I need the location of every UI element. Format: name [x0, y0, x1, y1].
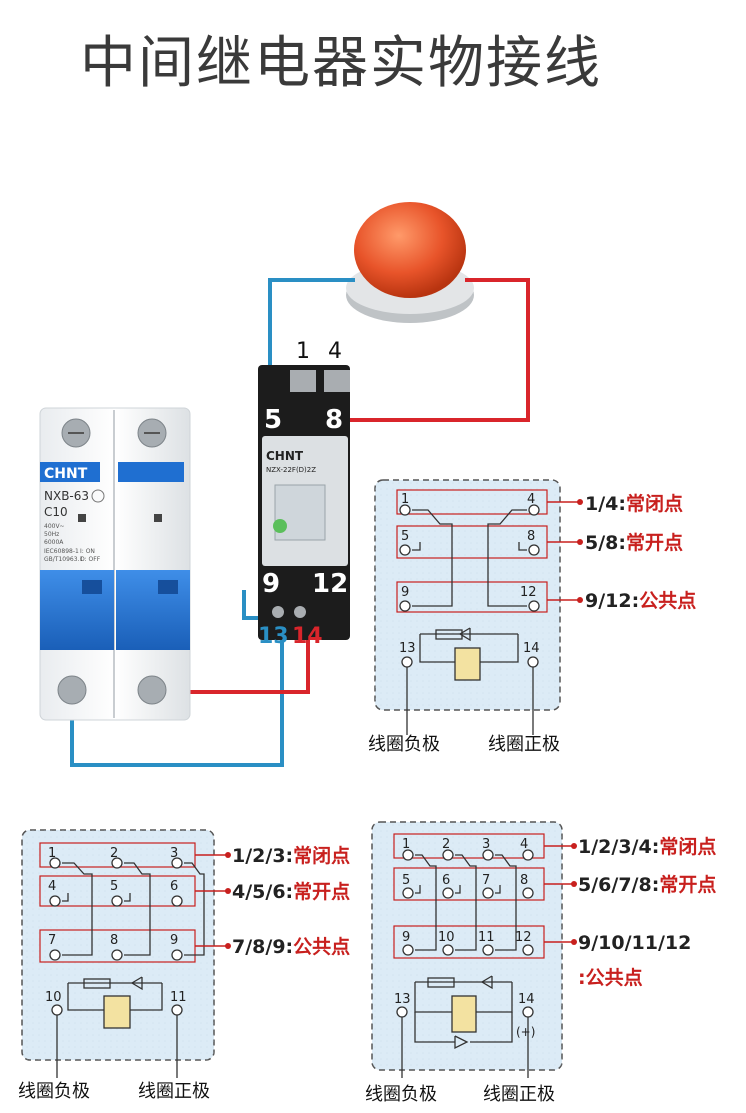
svg-text:5/8:常开点: 5/8:常开点: [585, 531, 683, 554]
svg-text:5: 5: [402, 873, 410, 888]
svg-text:GB/T10963.1: GB/T10963.1: [44, 556, 83, 563]
relay-top-terminal-4: 4: [328, 339, 342, 364]
svg-text:5: 5: [110, 879, 118, 894]
breaker-rating: C10: [44, 505, 68, 519]
svg-text:9: 9: [170, 933, 178, 948]
svg-text:4/5/6:常开点: 4/5/6:常开点: [232, 880, 350, 903]
svg-text:5/6/7/8:常开点: 5/6/7/8:常开点: [578, 873, 716, 896]
svg-text:50Hz: 50Hz: [44, 531, 59, 538]
svg-text:3: 3: [482, 837, 490, 852]
svg-text:9: 9: [401, 585, 409, 600]
page-title: 中间继电器实物接线: [80, 31, 602, 96]
coil-neg-label-4z: 线圈负极: [365, 1084, 437, 1105]
svg-text:9/12:公共点: 9/12:公共点: [585, 590, 696, 612]
relay-terminal-12: 12: [312, 569, 348, 599]
svg-text:2: 2: [442, 837, 450, 852]
coil-pos-label-2z: 线圈正极: [488, 734, 560, 755]
svg-text:1: 1: [401, 492, 409, 507]
svg-text:11: 11: [478, 930, 495, 945]
svg-text:8: 8: [527, 529, 535, 544]
breaker-brand: CHNT: [44, 466, 88, 482]
relay-top-terminal-1: 1: [296, 339, 310, 364]
svg-text:5: 5: [401, 529, 409, 544]
svg-text:1: 1: [402, 837, 410, 852]
coil-pos-label-3z: 线圈正极: [138, 1081, 210, 1102]
svg-text:11: 11: [170, 990, 187, 1005]
breaker-model: NXB-63: [44, 489, 89, 503]
svg-text:6000A: 6000A: [44, 539, 64, 546]
svg-text:8: 8: [520, 873, 528, 888]
svg-text:12: 12: [520, 585, 537, 600]
breaker-handle-right: [116, 570, 190, 650]
relay: 1 4 5 8 CHNT NZX-22F(D)2Z 9 12 13 14: [258, 339, 350, 649]
svg-text:13: 13: [394, 992, 411, 1007]
svg-text:I: ON: I: ON: [80, 548, 95, 555]
svg-text:IEC60898-1: IEC60898-1: [44, 548, 79, 555]
svg-text:3: 3: [170, 846, 178, 861]
svg-text:9: 9: [402, 930, 410, 945]
svg-text:7: 7: [482, 873, 490, 888]
svg-text:1/2/3/4:常闭点: 1/2/3/4:常闭点: [578, 835, 716, 858]
svg-text:400V~: 400V~: [44, 523, 65, 530]
svg-text:6: 6: [170, 879, 178, 894]
svg-text:6: 6: [442, 873, 450, 888]
svg-text:4: 4: [48, 879, 56, 894]
relay-terminal-14: 14: [292, 624, 323, 649]
svg-text:12: 12: [515, 930, 532, 945]
diagram-4z: 1 2 3 4 5 6 7 8 9 10 11 12: [365, 821, 716, 1105]
svg-text:1: 1: [48, 846, 56, 861]
coil-neg-label-2z: 线圈负极: [368, 734, 440, 755]
svg-text:14: 14: [523, 641, 540, 656]
svg-text:13: 13: [399, 641, 416, 656]
svg-text:(+): (+): [516, 1025, 535, 1039]
relay-brand: CHNT: [266, 449, 304, 463]
circuit-breaker: CHNT NXB-63 C10 400V~ 50Hz 6000A IEC6089…: [39, 407, 191, 721]
relay-terminal-9: 9: [262, 569, 280, 599]
relay-terminal-8: 8: [325, 405, 343, 435]
svg-text:4: 4: [527, 492, 535, 507]
diagram-2z: 1 4 5 8 9 12 13 14 线圈负极: [368, 479, 696, 755]
svg-text:O: OFF: O: OFF: [80, 556, 101, 563]
svg-text:8: 8: [110, 933, 118, 948]
svg-text:7/8/9:公共点: 7/8/9:公共点: [232, 936, 350, 958]
svg-text:10: 10: [438, 930, 455, 945]
svg-text:14: 14: [518, 992, 535, 1007]
svg-text:4: 4: [520, 837, 528, 852]
breaker-handle-left: [40, 570, 114, 650]
relay-model: NZX-22F(D)2Z: [266, 466, 316, 474]
diagram-3z: 1 2 3 4 5 6 7 8 9 10 11: [18, 829, 350, 1102]
breaker-brand-badge: [40, 462, 100, 482]
relay-terminal-13: 13: [258, 624, 289, 649]
svg-text:9/10/11/12: 9/10/11/12: [578, 932, 691, 954]
coil-neg-label-3z: 线圈负极: [18, 1081, 90, 1102]
svg-text:1/2/3:常闭点: 1/2/3:常闭点: [232, 844, 350, 867]
push-button: [346, 202, 474, 323]
svg-text::公共点: :公共点: [578, 967, 643, 989]
svg-text:1/4:常闭点: 1/4:常闭点: [585, 492, 683, 515]
svg-text:2: 2: [110, 846, 118, 861]
svg-text:10: 10: [45, 990, 62, 1005]
relay-terminal-5: 5: [264, 405, 282, 435]
svg-text:7: 7: [48, 933, 56, 948]
coil-pos-label-4z: 线圈正极: [483, 1084, 555, 1105]
